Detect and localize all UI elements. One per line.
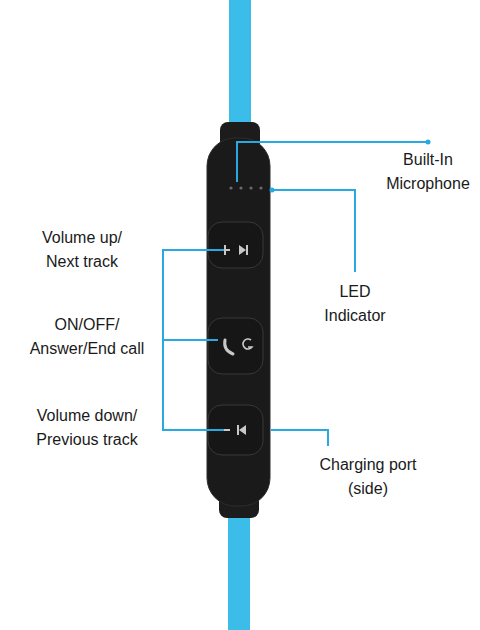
button-icons [220,245,252,435]
volume-up-button [208,222,263,268]
part-label: Built-In Microphone [385,148,472,196]
part-label: Volume up/ Next track [40,226,124,274]
part-label: ON/OFF/ Answer/End call [28,313,146,361]
part-label: Charging port (side) [318,453,418,501]
part-label: LED Indicator [323,280,388,328]
remote-body [207,138,270,506]
track-icons [239,245,246,435]
cable-top [229,0,251,140]
call-button [208,318,263,374]
microphone-holes [229,186,262,189]
cable-bottom [228,510,250,630]
part-label: Volume down/ Previous track [35,404,140,452]
